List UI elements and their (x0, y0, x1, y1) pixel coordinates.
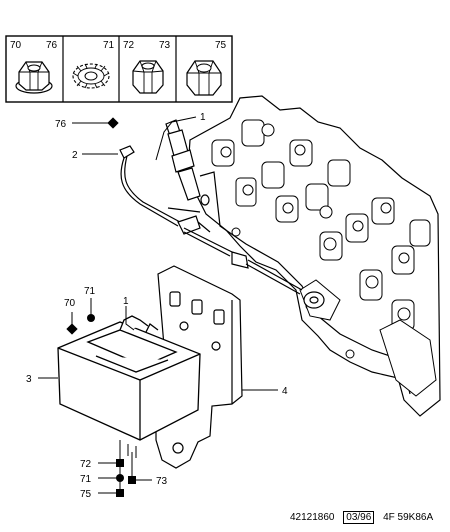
legend-cell-3-label-b: 73 (159, 40, 171, 51)
revision-date: 03/96 (343, 511, 375, 524)
callout-2: 2 (72, 150, 78, 161)
callout-1-module: 1 (123, 296, 129, 307)
callout-labels: 76 2 1 70 71 1 3 4 72 71 73 75 (26, 112, 288, 500)
wiring-harness (119, 145, 325, 309)
glow-plug (165, 119, 210, 206)
serrated-lock-washer-icon (72, 63, 110, 89)
reference-number: 42121860 (290, 512, 335, 523)
legend-cell-3-label-a: 72 (123, 40, 135, 51)
hex-nut-large-icon (186, 60, 222, 96)
legend-cell-1-label-b: 76 (46, 40, 58, 51)
legend-cell-2-label-a: 71 (103, 40, 115, 51)
callout-3: 3 (26, 374, 32, 385)
callout-75: 75 (80, 489, 92, 500)
callout-76: 76 (55, 119, 67, 130)
callout-72: 72 (80, 459, 92, 470)
callout-4: 4 (282, 386, 288, 397)
reference-footer: 42121860 03/96 4F 59K86A (290, 511, 439, 524)
legend-cell-4-label-a: 75 (215, 40, 227, 51)
callout-71-top: 71 (84, 286, 96, 297)
callout-71-bottom: 71 (80, 474, 92, 485)
callout-1-glow-plug: 1 (200, 112, 206, 123)
hex-nut-flanged-icon (15, 61, 53, 94)
reference-code: 4F 59K86A (383, 512, 434, 523)
hex-nut-icon (132, 60, 164, 94)
legend-cell-1-label-a: 70 (10, 40, 22, 51)
hardware-legend-box: 70 76 71 72 73 75 (5, 35, 233, 103)
callout-70: 70 (64, 298, 76, 309)
callout-73: 73 (156, 476, 168, 487)
cylinder-head (187, 95, 441, 417)
preheat-control-module (57, 315, 201, 458)
